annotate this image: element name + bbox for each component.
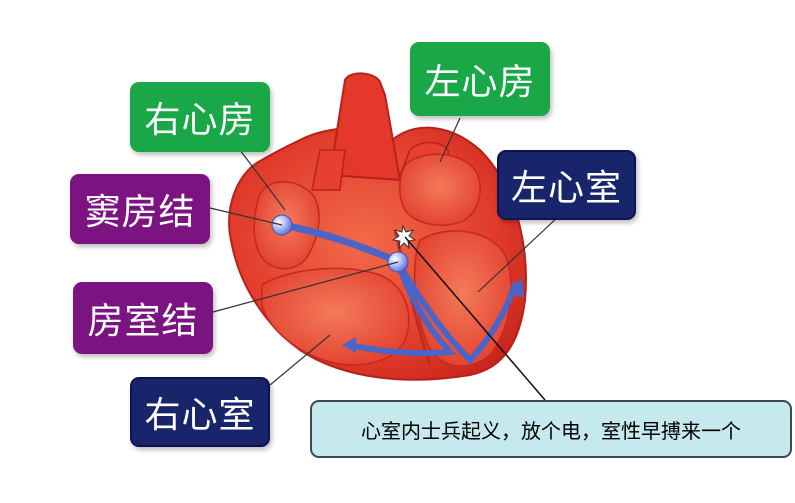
label-right-ventricle: 右心室 [130,377,270,447]
internodal-pathway [278,221,402,266]
bundle-branch-right [347,259,457,357]
annotation-note: 心室内士兵起义，放个电，室性早搏来一个 [310,400,792,458]
label-left-atrium: 左心房 [410,42,550,116]
label-sinoatrial-node: 窦房结 [70,174,210,244]
left-atrium-chamber [399,153,481,226]
leader-right-atrium [239,149,286,211]
leader-sinoatrial [209,207,283,226]
left-branch-arrowhead [508,278,524,298]
right-branch-arrowhead [342,337,356,353]
ectopic-spark-icon [391,224,417,250]
label-atrioventricular-node: 房室结 [73,282,213,354]
label-right-atrium: 右心房 [130,82,270,152]
leader-left-atrium [439,117,461,163]
left-ventricle-chamber [413,230,513,367]
aorta-branch [311,149,346,191]
aorta [328,72,402,182]
label-left-ventricle: 左心室 [497,150,636,220]
bundle-branch-left [395,259,518,365]
right-ventricle-chamber [261,267,410,366]
leader-left-ventricle [477,214,561,293]
leader-note [404,236,546,401]
leader-right-ventricle [269,334,331,386]
leader-atrioventricular [212,261,399,313]
